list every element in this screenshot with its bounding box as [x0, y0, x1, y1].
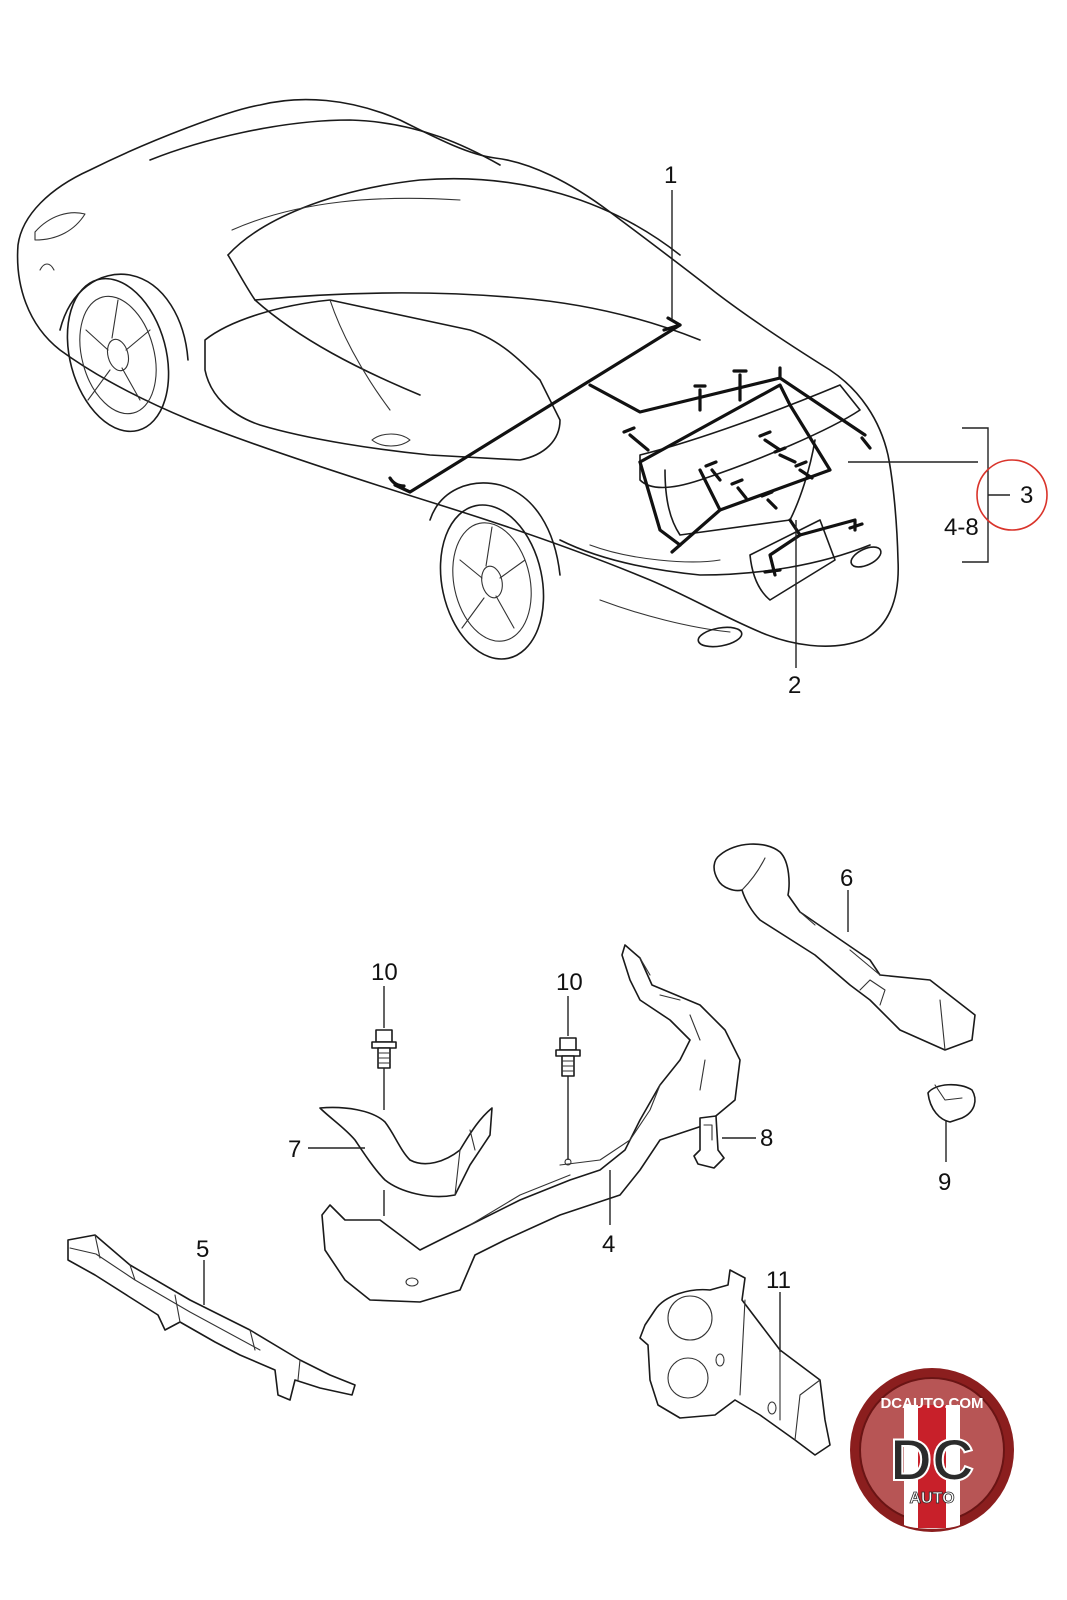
- wiring-harness: [388, 316, 872, 577]
- logo-word-text: AUTO: [909, 1490, 954, 1507]
- part-7-duct: [319, 1106, 493, 1198]
- callout-3: 3: [1020, 482, 1033, 509]
- dcauto-logo: DCAUTO.COM DC AUTO: [850, 1368, 1014, 1532]
- callout-1: 1: [664, 162, 677, 189]
- part-8-plug: [693, 1115, 725, 1169]
- callout-labels: 1 2 3 4-8 6 10 10 7 8 9 4 5 11: [196, 162, 1033, 1294]
- car-outline: [16, 98, 899, 660]
- part-5-bracket: [67, 1234, 356, 1401]
- callout-8: 8: [760, 1125, 773, 1152]
- part-11-bracket: [639, 1269, 831, 1456]
- part-6-duct: [713, 843, 976, 1051]
- callout-10-right: 10: [556, 969, 583, 996]
- callout-5: 5: [196, 1236, 209, 1263]
- leader-lines: [203, 190, 1010, 1352]
- callout-9: 9: [938, 1169, 951, 1196]
- callout-7: 7: [288, 1136, 301, 1163]
- callout-4: 4: [602, 1231, 615, 1258]
- callout-10-left: 10: [371, 959, 398, 986]
- callout-2: 2: [788, 672, 801, 699]
- part-10-bolt-right: [555, 1037, 581, 1077]
- logo-mark-text: DC: [890, 1428, 974, 1493]
- callout-4-8: 4-8: [944, 514, 979, 541]
- callout-11: 11: [766, 1267, 791, 1294]
- callout-6: 6: [840, 865, 853, 892]
- logo-stripe: [918, 1405, 946, 1528]
- part-9-clip: [927, 1083, 976, 1123]
- part-4-duct: [321, 944, 741, 1303]
- logo-site-text: DCAUTO.COM: [880, 1395, 983, 1412]
- highlight-circle: [976, 459, 1048, 531]
- part-10-bolt-left: [371, 1029, 397, 1069]
